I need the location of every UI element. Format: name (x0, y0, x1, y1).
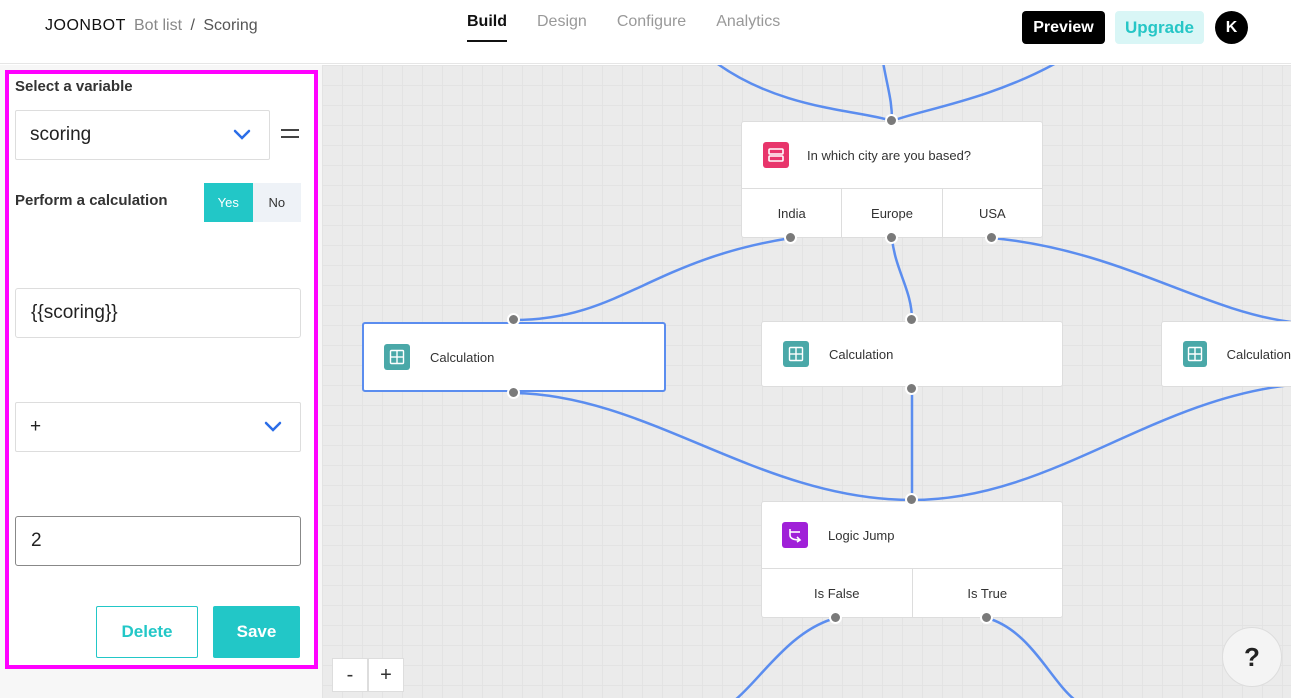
variable-select[interactable]: scoring (15, 110, 270, 160)
wire-true-out (986, 616, 1075, 698)
calculation-node-title: Calculation (829, 346, 894, 362)
operand2-value: 2 (31, 530, 42, 551)
select-variable-label: Select a variable (15, 78, 133, 95)
calculation-node-title: Calculation (430, 349, 495, 365)
calculation-node[interactable]: Calculation (1161, 321, 1291, 387)
connector-dot[interactable] (829, 611, 842, 624)
toggle-no[interactable]: No (252, 183, 301, 222)
connector-dot[interactable] (784, 231, 797, 244)
chevron-down-icon (233, 129, 251, 140)
wire-europe-calc2 (890, 237, 914, 321)
tab-design[interactable]: Design (537, 13, 587, 30)
operator-select[interactable]: + (15, 402, 301, 452)
preview-button[interactable]: Preview (1022, 11, 1105, 44)
wire-in-mid (882, 65, 894, 122)
breadcrumb-current: Scoring (203, 17, 258, 34)
option-europe[interactable]: Europe (841, 189, 941, 237)
connector-dot[interactable] (980, 611, 993, 624)
breadcrumb-separator: / (190, 17, 195, 34)
wire-usa-calc3 (991, 236, 1291, 324)
calculation-settings-panel (5, 70, 318, 669)
logic-jump-node[interactable]: Logic Jump Is False Is True (761, 501, 1063, 618)
breadcrumb: Bot list / Scoring (134, 17, 258, 35)
question-node[interactable]: In which city are you based? India Europ… (741, 121, 1043, 238)
calculation-toggle: Yes No (204, 183, 301, 222)
wire-false-out (735, 616, 837, 698)
option-is-true[interactable]: Is True (911, 569, 1063, 617)
wire-in-right (891, 65, 1056, 123)
option-india[interactable]: India (777, 205, 806, 221)
zoom-out-button[interactable]: - (332, 658, 368, 692)
brand-logo[interactable]: JOONBOT (45, 17, 126, 34)
connector-dot[interactable] (885, 231, 898, 244)
logic-jump-options: Is False Is True (762, 568, 1062, 617)
operator-select-value: + (30, 416, 42, 437)
tab-build[interactable]: Build (467, 13, 507, 42)
calculator-icon (384, 344, 410, 370)
perform-calculation-label: Perform a calculation (15, 192, 168, 209)
wire-calc1-logic (513, 391, 913, 502)
question-node-title: In which city are you based? (807, 147, 972, 163)
delete-button[interactable]: Delete (96, 606, 198, 658)
operand2-field[interactable]: 2 (15, 516, 301, 566)
help-icon: ? (1244, 641, 1260, 672)
connector-dot[interactable] (905, 313, 918, 326)
operand1-field[interactable]: {{scoring}} (15, 288, 301, 338)
connector-dot[interactable] (905, 382, 918, 395)
connector-dot[interactable] (507, 386, 520, 399)
logic-jump-icon (782, 522, 808, 548)
question-icon (763, 142, 789, 168)
help-button[interactable]: ? (1222, 627, 1282, 687)
equals-icon (281, 128, 299, 140)
option-usa[interactable]: USA (941, 189, 1042, 237)
tab-analytics[interactable]: Analytics (716, 13, 781, 30)
wire-india-calc1 (513, 236, 792, 322)
variable-select-value: scoring (30, 124, 92, 145)
main-tabs: Build Design Configure Analytics (467, 13, 780, 42)
zoom-controls: - + (332, 658, 404, 692)
calculation-node-title: Calculation (1226, 346, 1291, 362)
upgrade-button[interactable]: Upgrade (1115, 11, 1204, 44)
question-options: India Europe USA (742, 188, 1042, 237)
save-button[interactable]: Save (213, 606, 300, 658)
chevron-down-icon (264, 421, 282, 432)
avatar[interactable]: K (1215, 11, 1248, 44)
connector-dot[interactable] (985, 231, 998, 244)
connector-dot[interactable] (507, 313, 520, 326)
calculation-node[interactable]: Calculation (761, 321, 1063, 387)
connector-dot[interactable] (885, 114, 898, 127)
top-bar: JOONBOT Bot list / Scoring Build Design … (0, 0, 1291, 64)
wire-calc3-logic (911, 383, 1291, 502)
calculation-node-selected[interactable]: Calculation (362, 322, 666, 392)
connector-dot[interactable] (905, 493, 918, 506)
logic-jump-node-title: Logic Jump (828, 527, 895, 543)
zoom-in-button[interactable]: + (368, 658, 404, 692)
calculator-icon (783, 341, 809, 367)
wire-in-left (717, 65, 893, 123)
operand1-value: {{scoring}} (31, 302, 118, 323)
toggle-yes[interactable]: Yes (204, 183, 253, 222)
option-is-false[interactable]: Is False (813, 585, 860, 601)
breadcrumb-bot-list[interactable]: Bot list (134, 17, 183, 34)
tab-configure[interactable]: Configure (616, 13, 687, 30)
calculator-icon (1183, 341, 1207, 367)
